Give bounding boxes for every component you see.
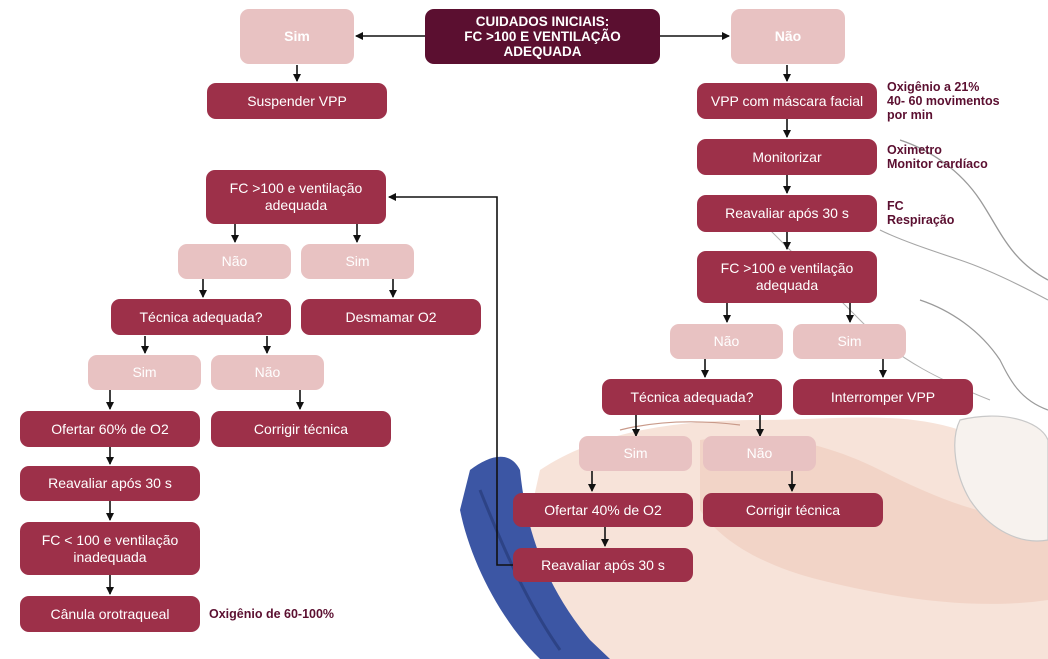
hand-outline	[899, 139, 1048, 281]
vpp-note-line-3: por min	[887, 108, 933, 122]
suspender-vpp-box: Suspender VPP	[207, 83, 387, 119]
canula-box: Cânula orotraqueal	[20, 596, 200, 632]
arm-outline	[759, 219, 991, 401]
top-nao-box: Não	[731, 9, 845, 64]
initial-care-title-box: CUIDADOS INICIAIS: FC >100 E VENTILAÇÃO …	[425, 9, 660, 64]
vpp-mascara-box: VPP com máscara facial	[697, 83, 877, 119]
reavaliar-note: FC Respiração	[887, 199, 954, 227]
left-corrigir-box: Corrigir técnica	[211, 411, 391, 447]
vpp-note-line-1: Oxigênio a 21%	[887, 80, 980, 94]
head-outline	[619, 421, 741, 431]
left-sim-box-1: Sim	[301, 244, 414, 279]
reavaliar-note-line-2: Respiração	[887, 213, 955, 227]
canula-note-line: Oxigênio de 60-100%	[209, 607, 335, 621]
right-nao-box-1: Não	[670, 324, 783, 359]
left-sim-box-2: Sim	[88, 355, 201, 390]
interromper-vpp-box: Interromper VPP	[793, 379, 973, 415]
ofertar-60-box: Ofertar 60% de O2	[20, 411, 200, 447]
canula-note: Oxigênio de 60-100%	[209, 607, 334, 621]
right-nao-box-2: Não	[703, 436, 816, 471]
monitor-note-line-1: Oximetro	[887, 143, 942, 157]
monitorizar-box: Monitorizar	[697, 139, 877, 175]
reavaliar-note-line-1: FC	[887, 199, 904, 213]
bag-outline	[919, 299, 1048, 411]
vpp-note: Oxigênio a 21% 40- 60 movimentos por min	[887, 80, 1000, 122]
right-sim-box-1: Sim	[793, 324, 906, 359]
fc-inadequada-box: FC < 100 e ventilação inadequada	[20, 522, 200, 575]
mask-shape	[954, 415, 1048, 542]
desmamar-o2-box: Desmamar O2	[301, 299, 481, 335]
vpp-note-line-2: 40- 60 movimentos	[887, 94, 1000, 108]
right-sim-box-2: Sim	[579, 436, 692, 471]
title-line-1: CUIDADOS INICIAIS:	[475, 14, 610, 29]
left-reavaliar-box: Reavaliar após 30 s	[20, 466, 200, 501]
left-tecnica-box: Técnica adequada?	[111, 299, 291, 335]
right-reavaliar-box-2: Reavaliar após 30 s	[513, 548, 693, 582]
right-fc-check-box: FC >100 e ventilação adequada	[697, 251, 877, 303]
title-line-3: ADEQUADA	[503, 44, 582, 59]
left-nao-box-1: Não	[178, 244, 291, 279]
title-line-2: FC >100 E VENTILAÇÃO	[464, 29, 621, 44]
hand-outline-2	[879, 229, 1048, 301]
left-fc-check-box: FC >100 e ventilação adequada	[206, 170, 386, 224]
left-nao-box-2: Não	[211, 355, 324, 390]
right-corrigir-box: Corrigir técnica	[703, 493, 883, 527]
ofertar-40-box: Ofertar 40% de O2	[513, 493, 693, 527]
top-sim-box: Sim	[240, 9, 354, 64]
monitor-note-line-2: Monitor cardíaco	[887, 157, 988, 171]
monitor-note: Oximetro Monitor cardíaco	[887, 143, 988, 171]
right-reavaliar-box-1: Reavaliar após 30 s	[697, 195, 877, 232]
right-tecnica-box: Técnica adequada?	[602, 379, 782, 415]
